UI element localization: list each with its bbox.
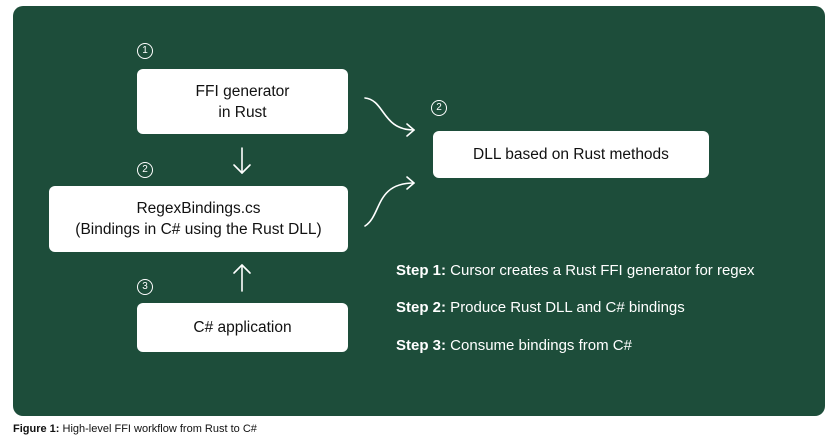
- step-2-text: Produce Rust DLL and C# bindings: [446, 299, 685, 316]
- node-ffi-generator-line-2: in Rust: [218, 103, 267, 121]
- node-csharp-app-line-1: C# application: [193, 319, 292, 336]
- badge-csharp-app: 3: [137, 279, 153, 295]
- step-2-label: Step 2:: [396, 299, 447, 316]
- badge-bindings: 2: [137, 162, 153, 178]
- node-bindings-line-1: RegexBindings.cs: [136, 200, 261, 217]
- node-dll-line-1: DLL based on Rust methods: [473, 146, 669, 163]
- node-ffi-generator: FFI generator in Rust: [137, 69, 348, 134]
- step-1: Step 1: Cursor creates a Rust FFI genera…: [396, 262, 754, 279]
- caption-label: Figure 1:: [13, 423, 60, 435]
- step-1-label: Step 1:: [396, 262, 447, 279]
- step-1-text: Cursor creates a Rust FFI generator for …: [446, 262, 755, 279]
- node-bindings-line-2: (Bindings in C# using the Rust DLL): [75, 221, 322, 238]
- badge-dll: 2: [431, 100, 447, 116]
- figure-caption: Figure 1: High-level FFI workflow from R…: [13, 423, 257, 435]
- step-3: Step 3: Consume bindings from C#: [396, 337, 632, 354]
- caption-text: High-level FFI workflow from Rust to C#: [59, 423, 257, 435]
- node-bindings: RegexBindings.cs (Bindings in C# using t…: [49, 186, 348, 252]
- node-csharp-app: C# application: [137, 303, 348, 352]
- node-ffi-generator-line-1: FFI generator: [195, 82, 290, 100]
- step-2: Step 2: Produce Rust DLL and C# bindings: [396, 299, 685, 316]
- step-3-text: Consume bindings from C#: [446, 337, 632, 354]
- node-dll: DLL based on Rust methods: [433, 131, 709, 178]
- badge-ffi-generator: 1: [137, 43, 153, 59]
- step-3-label: Step 3:: [396, 337, 447, 354]
